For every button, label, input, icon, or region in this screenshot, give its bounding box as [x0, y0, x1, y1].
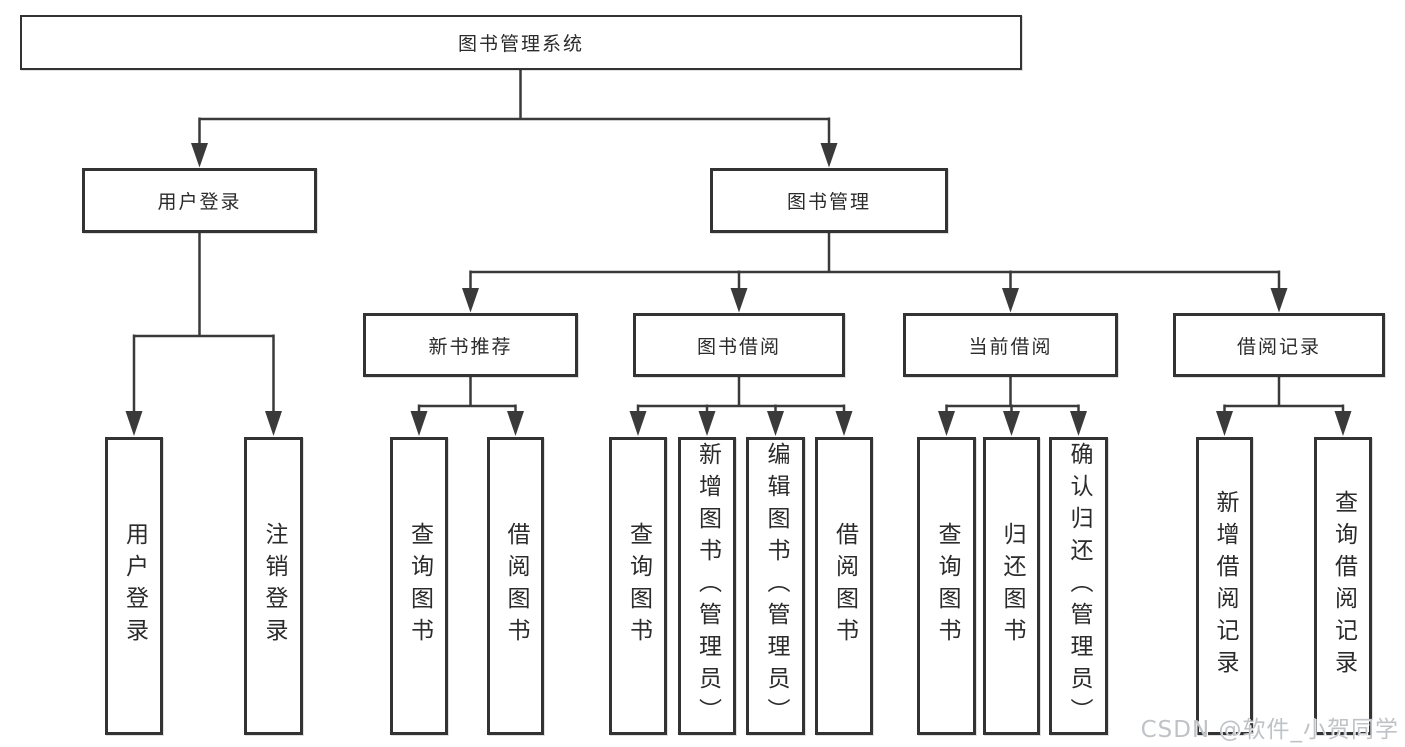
node-root-system: 图书管理系统 [20, 15, 1022, 70]
node-label: 图书管理 [786, 191, 871, 213]
arrowhead-down [1270, 288, 1288, 313]
node-label: 查询图书 [625, 522, 652, 650]
arrowhead-down [1216, 411, 1233, 436]
connector-root-to-level2 [191, 70, 838, 168]
node-label: 新书推荐 [428, 335, 513, 358]
csdn-watermark: CSDN @软件_小贺同学 [1140, 717, 1399, 743]
node-label: 查询借阅记录 [1330, 490, 1357, 682]
node-book-borrowing: 图书借阅 [633, 313, 845, 377]
node-logout-leaf: 注销登录 [244, 437, 303, 735]
node-label: 查询图书 [406, 522, 433, 650]
arrowhead-down [125, 411, 143, 436]
node-label: 借阅图书 [503, 522, 529, 650]
node-label: 确认归还（管理员） [1066, 442, 1092, 730]
arrowhead-down [835, 411, 853, 436]
node-current-borrowing: 当前借阅 [903, 313, 1118, 377]
node-book-management-branch: 图书管理 [710, 168, 948, 233]
node-label: 图书管理系统 [457, 33, 584, 55]
arrowhead-down [767, 411, 784, 436]
node-borrow-records: 借阅记录 [1173, 313, 1385, 377]
arrowhead-down [410, 411, 428, 436]
node-label: 用户登录 [157, 191, 242, 213]
node-query-borrow-record: 查询借阅记录 [1314, 437, 1372, 735]
arrowhead-down [1334, 411, 1352, 436]
connector-user-login-to-leaves [125, 233, 282, 436]
node-label: 借阅图书 [831, 522, 858, 650]
node-return-books: 归还图书 [983, 437, 1040, 735]
node-user-login-branch: 用户登录 [82, 168, 317, 233]
node-query-books-recommend: 查询图书 [390, 437, 448, 735]
connector-borrow-records-to-leaves [1216, 377, 1352, 436]
node-label: 新增图书（管理员） [694, 442, 721, 730]
node-query-books-borrowing: 查询图书 [609, 437, 667, 735]
node-label: 图书借阅 [696, 335, 781, 358]
arrowhead-down [629, 411, 647, 436]
arrowhead-down [265, 411, 282, 436]
node-label: 当前借阅 [968, 335, 1053, 358]
node-new-book-recommend: 新书推荐 [363, 313, 578, 377]
connector-book-borrow-to-leaves [629, 377, 853, 436]
node-confirm-return-admin: 确认归还（管理员） [1049, 437, 1108, 735]
node-label: 编辑图书（管理员） [763, 442, 789, 730]
arrowhead-down [820, 143, 838, 168]
node-label: 归还图书 [999, 522, 1025, 650]
arrowhead-down [1003, 411, 1020, 436]
arrowhead-down [1002, 288, 1019, 313]
arrowhead-down [191, 143, 208, 168]
arrowhead-down [462, 288, 479, 313]
node-query-books-current: 查询图书 [917, 437, 976, 735]
arrowhead-down [1070, 411, 1087, 436]
arrowhead-down [698, 411, 716, 436]
node-borrow-books-recommend: 借阅图书 [487, 437, 544, 735]
connector-current-borrow-to-leaves [938, 377, 1087, 436]
node-add-book-admin: 新增图书（管理员） [678, 437, 736, 735]
connector-new-book-to-leaves [410, 377, 524, 436]
node-edit-book-admin: 编辑图书（管理员） [746, 437, 805, 735]
node-label: 借阅记录 [1236, 335, 1321, 358]
connector-book-mgmt-to-level3 [462, 233, 1288, 313]
arrowhead-down [730, 288, 748, 313]
node-label: 用户登录 [121, 522, 148, 650]
arrowhead-down [938, 411, 955, 436]
node-user-login-leaf: 用户登录 [105, 437, 163, 735]
node-add-borrow-record: 新增借阅记录 [1196, 437, 1253, 735]
node-label: 新增借阅记录 [1212, 490, 1238, 682]
node-label: 查询图书 [934, 522, 960, 650]
node-borrow-books-borrowing: 借阅图书 [815, 437, 873, 735]
arrowhead-down [507, 411, 524, 436]
node-label: 注销登录 [261, 522, 287, 650]
